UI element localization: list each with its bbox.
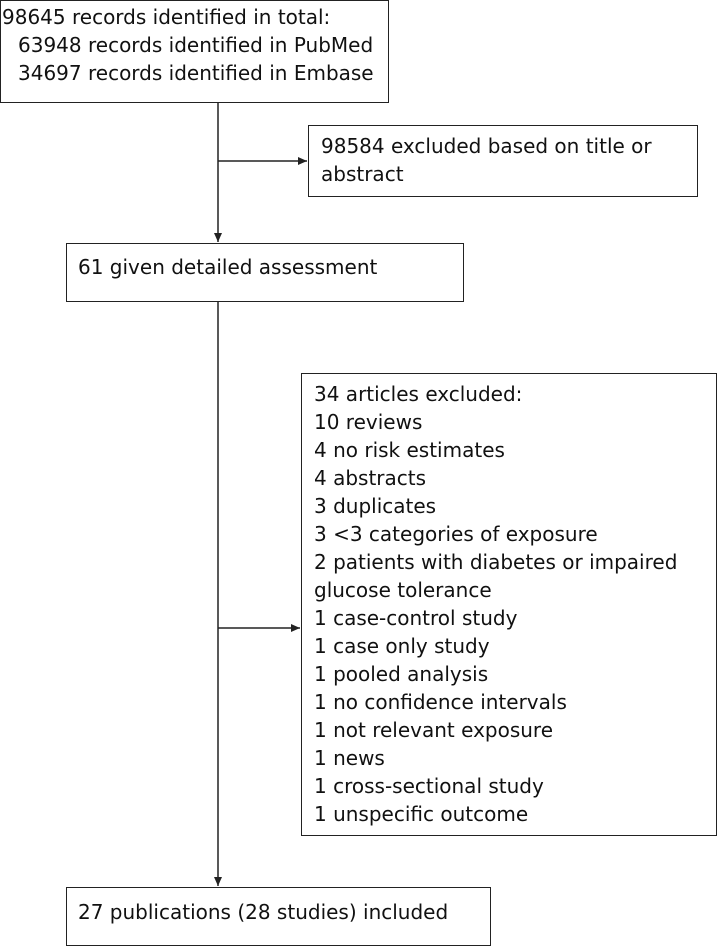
excluded-heading: 34 articles excluded: xyxy=(314,382,523,406)
excluded-reason: 3 duplicates xyxy=(314,494,437,518)
publications-included-text: 27 publications (28 studies) included xyxy=(78,900,449,924)
excluded-reason: 1 pooled analysis xyxy=(314,662,489,686)
excluded-title-abstract-box: 98584 excluded based on title or abstrac… xyxy=(308,125,698,197)
detailed-assessment-box: 61 given detailed assessment xyxy=(66,243,464,302)
records-embase-text: 34697 records identified in Embase xyxy=(18,61,374,85)
excluded-reason: glucose tolerance xyxy=(314,578,492,602)
excluded-reason: 4 abstracts xyxy=(314,466,427,490)
excluded-reason: 1 cross-sectional study xyxy=(314,774,544,798)
excluded-reason: 1 news xyxy=(314,746,385,770)
excluded-reason: 10 reviews xyxy=(314,410,423,434)
articles-excluded-box: 34 articles excluded: 10 reviews 4 no ri… xyxy=(301,373,717,836)
records-total-text: 98645 records identified in total: xyxy=(2,5,331,29)
excluded-reason: 1 case only study xyxy=(314,634,490,658)
excluded-reason: 1 no confidence intervals xyxy=(314,690,567,714)
publications-included-box: 27 publications (28 studies) included xyxy=(66,887,491,946)
excluded-reason: 1 unspecific outcome xyxy=(314,802,529,826)
excluded-reason: 3 <3 categories of exposure xyxy=(314,522,598,546)
excluded-reason: 1 case-control study xyxy=(314,606,518,630)
detailed-assessment-text: 61 given detailed assessment xyxy=(78,255,378,279)
records-identified-box: 98645 records identified in total: 63948… xyxy=(0,0,389,103)
excluded-reason: 2 patients with diabetes or impaired xyxy=(314,550,678,574)
excluded-reason: 1 not relevant exposure xyxy=(314,718,554,742)
excluded-reason: 4 no risk estimates xyxy=(314,438,505,462)
records-pubmed-text: 63948 records identified in PubMed xyxy=(18,33,374,57)
excluded-title-text-line-1: 98584 excluded based on title or xyxy=(321,134,652,158)
excluded-title-text-line-2: abstract xyxy=(321,162,404,186)
